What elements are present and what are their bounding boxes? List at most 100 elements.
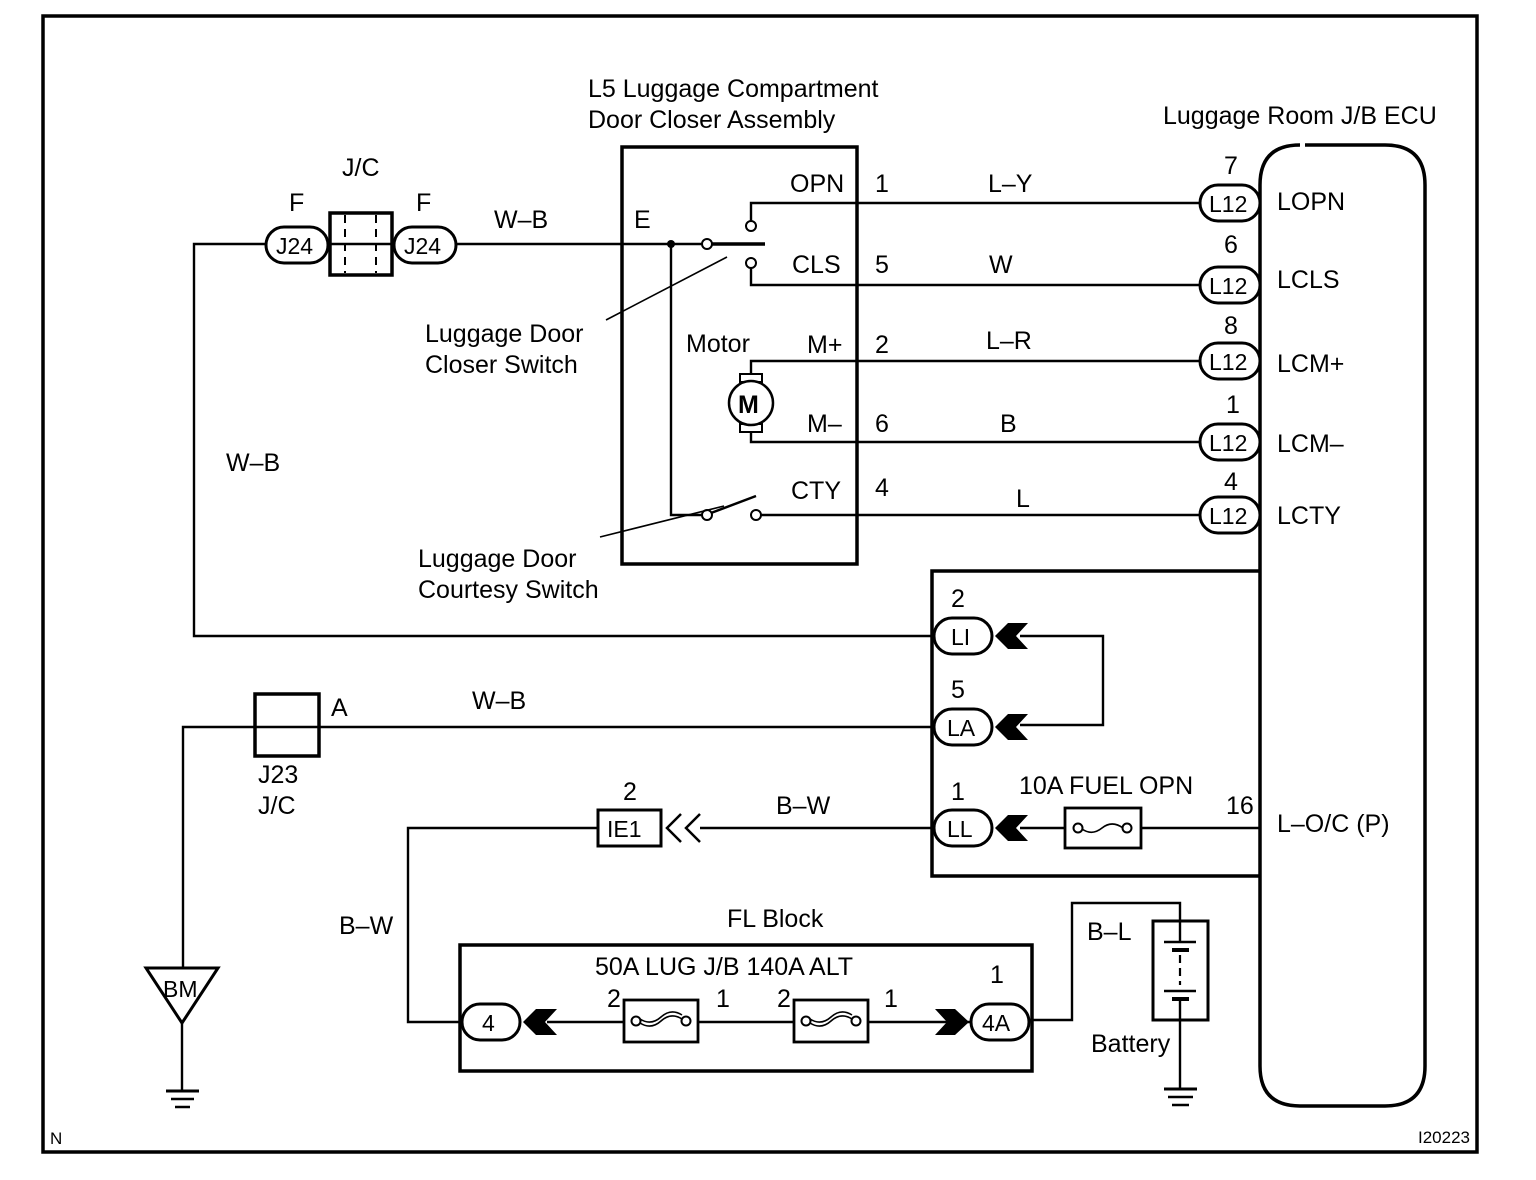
ie1-connector	[596, 808, 663, 848]
fl-connector-4-label: 4	[482, 1010, 495, 1036]
li-connector: LI 2	[932, 585, 1028, 656]
pin-cls: 5	[875, 251, 889, 279]
ecu-pin-cls: 6	[1224, 231, 1238, 259]
diagram-frame	[41, 14, 1479, 1154]
wire-label-j23-to-la: W–B	[472, 687, 526, 715]
fuse2-pin-left: 2	[777, 985, 791, 1013]
svg-text:LL: LL	[947, 816, 973, 842]
wire-label-opn: L–Y	[988, 170, 1033, 198]
pin-m-minus: 6	[875, 410, 889, 438]
ground-icon	[1164, 1087, 1197, 1107]
svg-text:1: 1	[951, 778, 965, 806]
terminal-e-label: E	[634, 206, 651, 234]
corner-mark: N	[50, 1129, 62, 1148]
j23-code: J23	[258, 761, 298, 789]
svg-text:L12: L12	[1209, 191, 1247, 217]
wire-label-left-vertical: W–B	[226, 449, 280, 477]
li-la-bridge	[1020, 634, 1105, 727]
jc-top-label: J/C	[342, 154, 380, 182]
courtesy-switch-label-2: Courtesy Switch	[418, 576, 599, 604]
pin-cty: 4	[875, 474, 889, 502]
wire-label-ie1-down: B–W	[339, 912, 394, 940]
fl-connector-4a-pin: 1	[990, 961, 1004, 989]
svg-text:LI: LI	[951, 624, 970, 650]
jc-right-pin: F	[416, 189, 431, 217]
j24-left-label: J24	[276, 233, 313, 259]
ecu-terminal-lcls: LCLS	[1277, 266, 1340, 294]
wire-ie1-down	[406, 826, 598, 1024]
ecu-pin-m-plus: 8	[1224, 312, 1238, 340]
assembly-title-line1: L5 Luggage Compartment	[588, 75, 879, 103]
fuse1-pin-right: 1	[716, 985, 730, 1013]
j23-pin: A	[331, 694, 348, 722]
terminal-cls: CLS	[792, 251, 841, 279]
motor-symbol: M	[738, 391, 759, 419]
ecu-pin-m-minus: 1	[1226, 391, 1240, 419]
closer-switch-label-2: Closer Switch	[425, 351, 578, 379]
wire-label-battery: B–L	[1087, 918, 1132, 946]
fuse2-pin-right: 1	[884, 985, 898, 1013]
figure-id: I20223	[1418, 1128, 1470, 1147]
female-terminal-icon	[995, 815, 1028, 841]
assembly-title-line2: Door Closer Assembly	[588, 106, 836, 134]
la-connector: LA 5	[932, 676, 1028, 747]
l12-connector-opn: L12 7 LOPN	[1198, 152, 1345, 223]
wire-label-ll-to-ie1: B–W	[776, 792, 831, 820]
wire-label-m-minus: B	[1000, 410, 1017, 438]
fl-connector-4	[460, 1002, 522, 1042]
ecu-terminal-loc: L–O/C (P)	[1277, 810, 1390, 838]
ie1-code: IE1	[607, 816, 642, 842]
ecu-terminal-lcm-minus: LCM–	[1277, 430, 1344, 458]
motor-icon	[727, 379, 775, 427]
terminal-opn: OPN	[790, 170, 844, 198]
wire-label-cls: W	[989, 251, 1013, 279]
ecu-terminal-lopn: LOPN	[1277, 188, 1345, 216]
terminal-cty: CTY	[791, 477, 841, 505]
fl-block-fuse-labels: 50A LUG J/B 140A ALT	[595, 953, 853, 981]
svg-text:L12: L12	[1209, 273, 1247, 299]
svg-text:L12: L12	[1209, 349, 1247, 375]
motor-label: Motor	[686, 330, 750, 358]
wire-cls	[749, 268, 1200, 287]
ecu-title: Luggage Room J/B ECU	[1163, 102, 1437, 130]
svg-text:2: 2	[951, 585, 965, 613]
l12-connector-m-minus: L12 1 LCM–	[1198, 391, 1344, 462]
wire-label-cty: L	[1016, 485, 1030, 513]
courtesy-switch-label-1: Luggage Door	[418, 545, 576, 573]
ecu-input-block	[930, 569, 1260, 878]
pin-opn: 1	[875, 170, 889, 198]
male-terminal-icon	[935, 1009, 969, 1035]
fl-connector-4a-label: 4A	[982, 1010, 1011, 1036]
wire-opn	[749, 201, 1200, 221]
female-terminal-icon	[995, 714, 1028, 740]
pin-m-plus: 2	[875, 331, 889, 359]
ecu-terminal-lcty: LCTY	[1277, 502, 1341, 530]
fl-block-title: FL Block	[727, 905, 824, 933]
l12-connector-cls: L12 6 LCLS	[1198, 231, 1340, 305]
fl-connector-4a	[969, 1002, 1031, 1042]
svg-text:LA: LA	[947, 715, 976, 741]
battery-label: Battery	[1091, 1030, 1171, 1058]
wire-j23-to-la	[181, 725, 934, 968]
terminal-m-plus: M+	[807, 331, 842, 359]
ground-icon	[166, 1089, 199, 1109]
svg-text:L12: L12	[1209, 503, 1247, 529]
wire-m-plus	[749, 359, 1200, 378]
l12-connector-m-plus: L12 8 LCM+	[1198, 312, 1344, 381]
wire-w-b-left	[192, 242, 934, 638]
fuel-opn-pin: 16	[1226, 792, 1254, 820]
jc-left-pin: F	[289, 189, 304, 217]
ground-point-bm	[143, 966, 221, 1026]
wire-battery-b-l	[1029, 901, 1182, 1022]
j24-right-label: J24	[404, 233, 441, 259]
ecu-pin-cty: 4	[1224, 468, 1238, 496]
female-terminal-icon	[995, 623, 1028, 649]
j23-label: J/C	[258, 792, 296, 820]
ll-connector: LL 1	[932, 778, 1028, 848]
ecu-terminal-lcm-plus: LCM+	[1277, 350, 1344, 378]
wire-label-m-plus: L–R	[986, 327, 1032, 355]
fuse1-pin-left: 2	[607, 985, 621, 1013]
ecu-pin-opn: 7	[1224, 152, 1238, 180]
female-terminal-icon	[523, 1009, 557, 1035]
